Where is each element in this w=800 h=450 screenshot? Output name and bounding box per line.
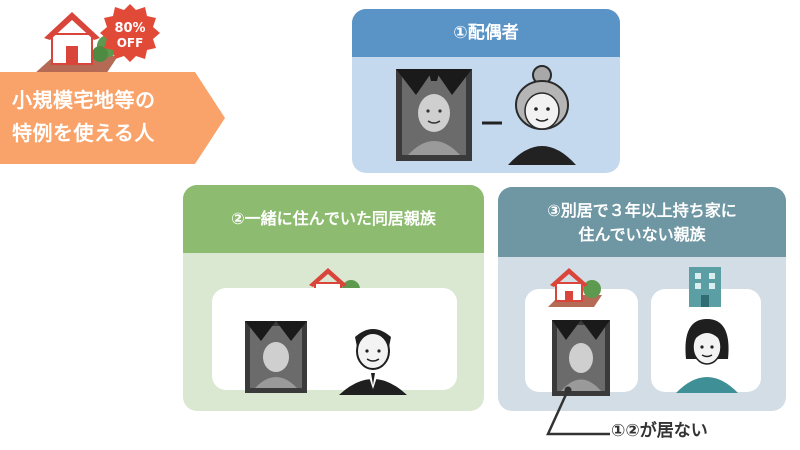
spouse-panel-title: ①配偶者 [352, 9, 620, 57]
cohabiting-relative-title: ②一緒に住んでいた同居親族 [183, 185, 484, 253]
non-resident-relative-panel: ③別居で３年以上持ち家に 住んでいない親族 [498, 187, 786, 411]
deceased-portrait-icon [245, 321, 307, 393]
spouse-figures [396, 65, 576, 165]
title-banner: 小規模宅地等の 特例を使える人 [12, 84, 202, 150]
spouse-panel: ①配偶者 [352, 9, 620, 173]
discount-starburst-icon: 80% OFF [100, 4, 160, 62]
non-resident-relative-title: ③別居で３年以上持ち家に 住んでいない親族 [498, 187, 786, 257]
callout-note: ①②が居ない [611, 421, 708, 441]
badge-percent: 80% [114, 21, 145, 36]
cohabiting-relative-panel: ②一緒に住んでいた同居親族 [183, 185, 484, 411]
badge-off: OFF [117, 36, 144, 50]
title-banner-shape [0, 72, 225, 164]
non-resident-title-line-1: ③別居で３年以上持ち家に [547, 201, 737, 220]
woman-icon [676, 319, 738, 393]
man-in-suit-icon [339, 329, 407, 395]
house-icon [34, 12, 119, 74]
cohabiting-figures [245, 321, 407, 395]
deceased-portrait-icon [552, 320, 610, 396]
apartment-building-icon [689, 267, 721, 307]
banner-line-1: 小規模宅地等の [12, 88, 156, 112]
callout-line [546, 386, 610, 436]
non-resident-title-line-2: 住んでいない親族 [578, 225, 706, 244]
deceased-portrait-icon [396, 69, 472, 161]
house-icon [548, 268, 602, 307]
house-discount-badge: 80% OFF [34, 4, 160, 74]
elderly-woman-icon [508, 65, 576, 165]
banner-line-2: 特例を使える人 [12, 121, 155, 145]
